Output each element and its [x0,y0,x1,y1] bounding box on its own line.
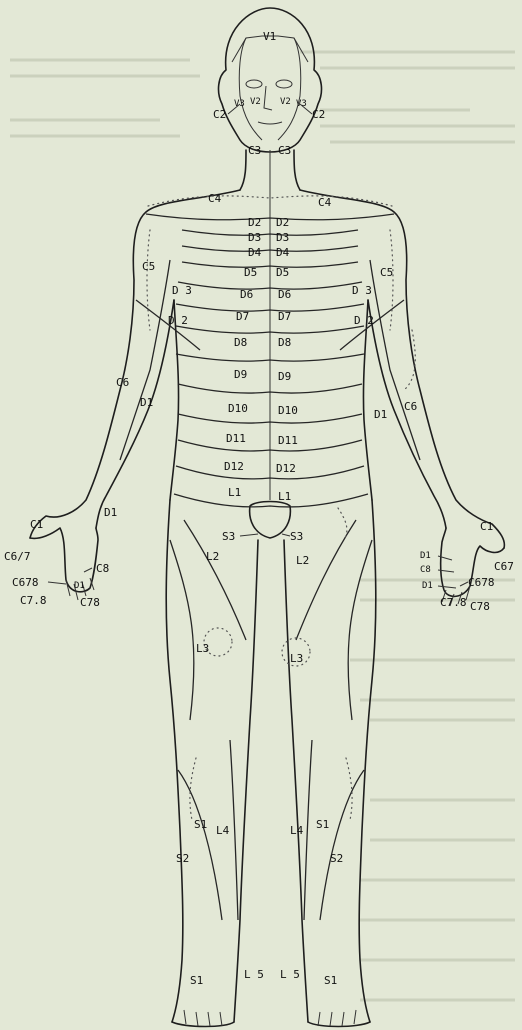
label-c2-right: C2 [312,108,325,121]
label-d2-vertical-left: D 2 [168,314,188,327]
label-d1-left: D1 [140,396,153,409]
label-l1-left: L1 [228,486,241,499]
label-c5-left: C5 [142,260,155,273]
label-d7-left: D7 [236,310,249,323]
label-s1-right-foot: S1 [324,974,337,987]
label-d10-right: D10 [278,404,298,417]
label-v3-left: V3 [234,99,245,109]
label-d1-left-hand: D1 [104,506,117,519]
label-l4-left: L4 [216,824,230,837]
label-d3-left: D3 [248,231,261,244]
label-s1-left-upper: S1 [194,818,207,831]
label-c78-right: C7.8 [440,596,467,609]
dermatome-labels: V1 V2 V2 V3 V3 C2 C2 C3 C3 C4 C4 D2 D2 D… [4,30,514,987]
label-d6-right: D6 [278,288,291,301]
label-s1-right-upper: S1 [316,818,329,831]
label-l3-right: L3 [290,652,303,665]
label-c7_8-left: C78 [80,596,100,609]
label-d1-right-finger: D1 [422,581,433,591]
label-d9-right: D9 [278,370,291,383]
label-l3-left: L3 [196,642,209,655]
label-d8-right: D8 [278,336,291,349]
label-l4-right: L4 [290,824,304,837]
background-text-lines [10,52,515,1000]
label-c3-left: C3 [248,144,261,157]
label-c1-right: C1 [480,520,493,533]
label-c8-right: C8 [420,565,431,575]
label-d12-left: D12 [224,460,244,473]
label-c7_8-right: C78 [470,600,490,613]
label-l5-right: L 5 [280,968,300,981]
label-c3-right: C3 [278,144,291,157]
label-d6-left: D6 [240,288,253,301]
label-l2-left: L2 [206,550,219,563]
label-d5-left: D5 [244,266,257,279]
label-c67-left: C6/7 [4,550,31,563]
label-d2-right: D2 [276,216,289,229]
label-c6-right: C6 [404,400,417,413]
label-d12-right: D12 [276,462,296,475]
label-d11-right: D11 [278,434,298,447]
label-d4-left: D4 [248,246,262,259]
label-c8-left: C8 [96,562,109,575]
label-l2-right: L2 [296,554,309,567]
label-c5-right: C5 [380,266,393,279]
label-c678-right: C678 [468,576,495,589]
label-s1-left-foot: S1 [190,974,203,987]
label-c6_7-right: C67 [494,560,514,573]
label-l5-left: L 5 [244,968,264,981]
label-c678-left: C678 [12,576,39,589]
label-d2-vertical-right: D 2 [354,314,374,327]
label-c4-right: C4 [318,196,332,209]
label-d8-left: D8 [234,336,247,349]
label-c6-left: C6 [116,376,129,389]
label-l1-right: L1 [278,490,291,503]
label-s3-left: S3 [222,530,235,543]
label-d2-left: D2 [248,216,261,229]
label-d4-right: D4 [276,246,290,259]
label-c2-left: C2 [213,108,226,121]
body-outline [30,8,504,1027]
label-d5-right: D5 [276,266,289,279]
label-d11-left: D11 [226,432,246,445]
label-c4-left: C4 [208,192,222,205]
label-d1-left-finger: D1 [74,581,85,591]
label-s2-left: S2 [176,852,189,865]
label-s2-right: S2 [330,852,343,865]
label-d9-left: D9 [234,368,247,381]
label-d1-right: D1 [374,408,387,421]
label-s3-right: S3 [290,530,303,543]
label-d7-right: D7 [278,310,291,323]
label-d3-right: D3 [276,231,289,244]
label-v1: V1 [263,30,276,43]
label-d3-vertical-right: D 3 [352,284,372,297]
label-v3-right: V3 [296,99,307,109]
label-v2-right: V2 [280,97,291,107]
label-d10-left: D10 [228,402,248,415]
label-c1-left: C1 [30,518,43,531]
label-c78-left: C7.8 [20,594,47,607]
face-features [228,36,312,140]
label-d3-vertical-left: D 3 [172,284,192,297]
label-d1-right-hand: D1 [420,551,431,561]
label-v2-left: V2 [250,97,261,107]
